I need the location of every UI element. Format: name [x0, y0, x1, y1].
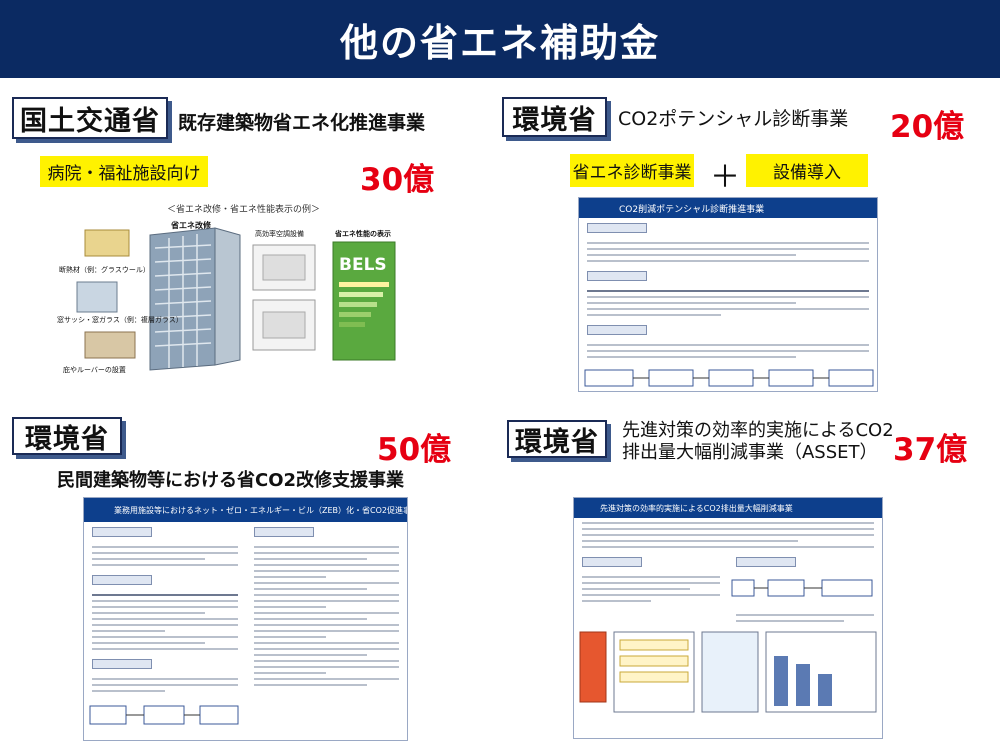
- ministry-box-mlit: 国土交通省: [12, 97, 168, 139]
- insulation-sample: [84, 229, 130, 257]
- tag-equipment-install: 設備導入: [746, 154, 868, 187]
- document-co2-diagnosis: CO2削減ポテンシャル診断推進事業: [578, 197, 878, 392]
- louver-sample: [84, 331, 136, 359]
- window-sash-sample: [76, 281, 118, 313]
- label-retrofit: 省エネ改修: [170, 220, 212, 230]
- program-title-env-asset: 先進対策の効率的実施によるCO2 排出量大幅削減事業（ASSET）: [622, 420, 894, 463]
- page-title: 他の省エネ補助金: [339, 20, 660, 65]
- amount-env-asset: 37億: [893, 432, 968, 468]
- ministry-box-env-asset: 環境省: [507, 420, 607, 458]
- building-window-grid: [154, 234, 212, 368]
- tag-energy-audit: 省エネ診断事業: [570, 154, 694, 187]
- document-header: 先進対策の効率的実施によるCO2排出量大幅削減事業: [574, 498, 882, 518]
- label-display: 省エネ性能の表示: [334, 229, 391, 238]
- bels-text: BELS: [339, 255, 387, 275]
- label-sash: 窓サッシ・窓ガラス（例：複層ガラス）: [57, 315, 183, 324]
- document-header: 業務用施設等におけるネット・ゼロ・エネルギー・ビル（ZEB）化・省CO2促進事業: [84, 498, 407, 522]
- flow-diagram: [584, 369, 874, 387]
- label-aircon: 高効率空調設備: [255, 229, 304, 238]
- ministry-box-env-zeb: 環境省: [12, 417, 122, 455]
- document-zeb: 業務用施設等におけるネット・ゼロ・エネルギー・ビル（ZEB）化・省CO2促進事業: [83, 497, 408, 741]
- program-title-env-co2: CO2ポテンシャル診断事業: [618, 108, 849, 130]
- plus-sign: ＋: [710, 160, 740, 195]
- amount-env-zeb: 50億: [377, 432, 452, 468]
- ministry-label: 国土交通省: [20, 105, 160, 137]
- amount-mlit: 30億: [360, 162, 435, 198]
- label-louver: 庇やルーバーの設置: [63, 365, 126, 374]
- figure-caption: ＜省エネ改修・省エネ性能表示の例＞: [167, 203, 320, 215]
- program-title-mlit: 既存建築物省エネ化推進事業: [178, 112, 426, 134]
- ministry-box-env-co2: 環境省: [502, 97, 607, 137]
- ministry-label: 環境省: [515, 426, 599, 458]
- document-asset: 先進対策の効率的実施によるCO2排出量大幅削減事業: [573, 497, 883, 739]
- amount-env-co2: 20億: [890, 109, 965, 145]
- ministry-label: 環境省: [25, 423, 109, 455]
- target-tag-hospital: 病院・福祉施設向け: [40, 156, 208, 187]
- program-title-env-zeb: 民間建築物等における省CO2改修支援事業: [57, 470, 405, 491]
- label-insulation: 断熱材（例：グラスウール）: [59, 265, 150, 274]
- building-side-face: [214, 227, 241, 366]
- bels-label-card: [332, 241, 396, 361]
- title-bar: 他の省エネ補助金: [0, 0, 1000, 78]
- figure-retrofit-example: ＜省エネ改修・省エネ性能表示の例＞ 省エネ改修 断熱材（例：グラスウール） 窓サ…: [55, 200, 415, 378]
- retrofit-illustration: ＜省エネ改修・省エネ性能表示の例＞ 省エネ改修 断熱材（例：グラスウール） 窓サ…: [57, 203, 396, 374]
- ministry-label: 環境省: [512, 104, 597, 136]
- document-header: CO2削減ポテンシャル診断推進事業: [579, 198, 877, 218]
